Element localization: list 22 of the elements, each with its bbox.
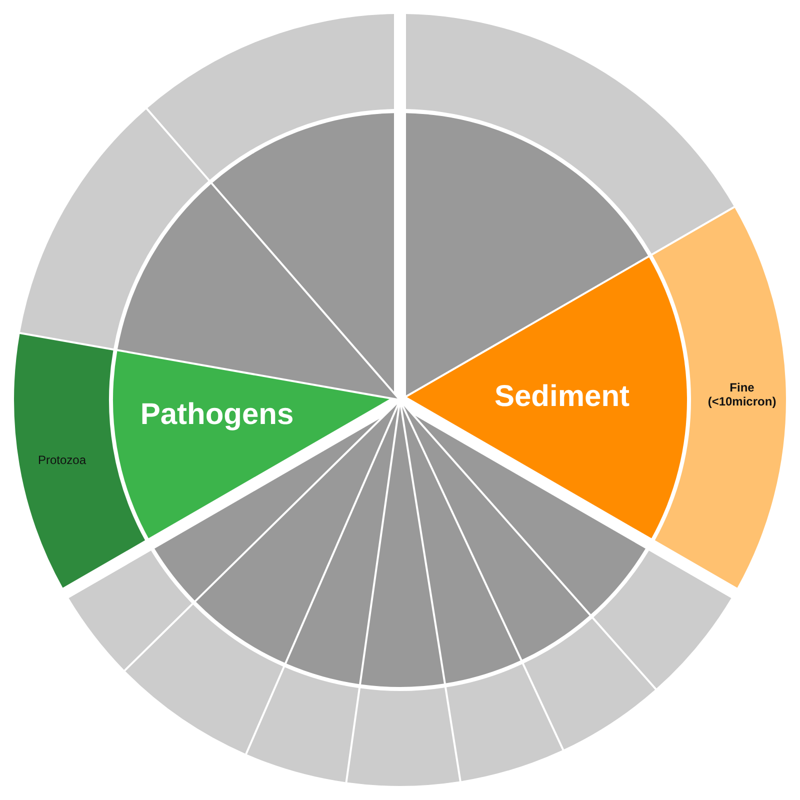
sunburst-segment	[402, 406, 521, 684]
segment-label: Fine (<10micron)	[708, 380, 776, 410]
sunburst-segment	[68, 550, 192, 670]
sunburst-segment	[113, 351, 390, 539]
sunburst-segment	[523, 618, 656, 750]
sunburst-segment	[446, 664, 563, 782]
sunburst-segment	[407, 257, 687, 539]
sunburst-segment	[415, 415, 646, 615]
segment-label: Pathogens	[140, 397, 294, 433]
sunburst-segment	[247, 667, 359, 783]
sunburst-segment	[652, 207, 786, 588]
segment-label: Sediment	[494, 379, 630, 415]
sunburst-segment	[212, 113, 394, 392]
sunburst-segment	[406, 14, 734, 254]
sunburst-segment	[125, 604, 284, 754]
sunburst-segment	[20, 109, 209, 349]
sunburst-segment	[347, 687, 460, 786]
sunburst-segment	[593, 550, 732, 689]
sunburst-segment	[361, 406, 444, 687]
segment-label: Protozoa	[38, 452, 86, 468]
sunburst-segment	[147, 14, 394, 180]
sunburst-segment	[117, 184, 398, 399]
